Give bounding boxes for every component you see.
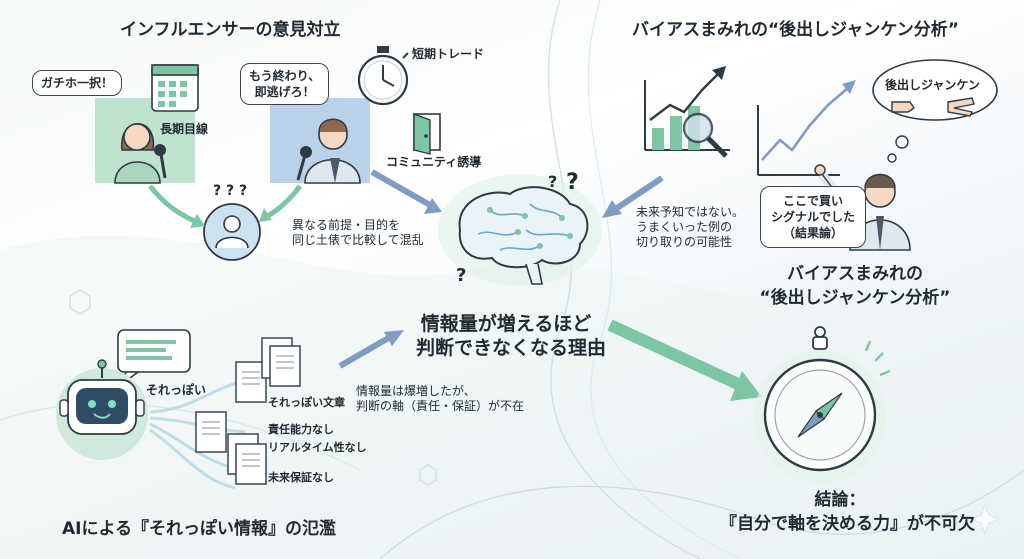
speech-bubble-signal: ここで買い シグナルでした （結果論） bbox=[760, 186, 867, 248]
center-title-line2: 判断できなくなる理由 bbox=[416, 337, 607, 359]
section-title-influencer: インフルエンサーの意見対立 bbox=[120, 20, 341, 40]
bias-note: 未来予知ではない。 うまくいった例の 切り取りの可能性 bbox=[636, 205, 744, 250]
speech-signal-line1: ここで買い bbox=[783, 194, 844, 208]
label-long-term: 長期目線 bbox=[160, 122, 209, 136]
compass-icon bbox=[754, 326, 890, 483]
ai-speech-bubble bbox=[117, 329, 191, 387]
arrow-right-to-confused bbox=[264, 184, 303, 220]
confusion-note-line2: 同じ土俵で比較して混乱 bbox=[292, 233, 424, 247]
bias-subtitle: バイアスまみれの “後出しジャンケン分析” bbox=[740, 262, 970, 310]
center-title: 情報量が増えるほど 判断できなくなる理由 bbox=[416, 312, 607, 360]
man-influencer-icon bbox=[296, 118, 361, 184]
robot-icon bbox=[56, 359, 148, 460]
conclusion-line1: 結論： bbox=[814, 490, 866, 510]
speech-signal-line2: シグナルでした bbox=[771, 210, 856, 224]
ai-note-line1: 情報量は爆増したが、 bbox=[356, 384, 476, 398]
ai-no-future: 未来保証なし bbox=[268, 471, 334, 484]
door-icon bbox=[413, 112, 441, 155]
ai-illustrations bbox=[56, 329, 404, 490]
confusion-note: 異なる前提・目的を 同じ土俵で比較して混乱 bbox=[292, 218, 424, 248]
speech-escape-line1: もう終わり、 bbox=[249, 69, 321, 83]
speech-escape-line2: 即逃げろ！ bbox=[254, 85, 315, 99]
rock-paper-scissors-icon bbox=[891, 97, 975, 117]
confusion-note-line1: 異なる前提・目的を bbox=[292, 218, 401, 232]
center-title-line1: 情報量が増えるほど bbox=[420, 313, 592, 335]
arrow-ai-to-center bbox=[338, 333, 394, 369]
ai-no-responsibility: 責任能力なし bbox=[268, 423, 334, 436]
bias-note-line1: 未来予知ではない。 bbox=[636, 205, 745, 219]
brain-question-2: ? bbox=[566, 170, 579, 195]
section-title-ai: AIによる『それっぽい情報』の氾濫 bbox=[62, 519, 336, 539]
question-marks-confused: ? ? ? bbox=[213, 183, 248, 199]
thought-bubble-text: 後出しジャンケン bbox=[885, 78, 981, 92]
arrow-influencer-to-brain bbox=[370, 169, 432, 208]
bias-subtitle-line2: “後出しジャンケン分析” bbox=[759, 288, 951, 308]
bias-note-line3: 切り取りの可能性 bbox=[636, 235, 733, 249]
bias-subtitle-line1: バイアスまみれの bbox=[787, 264, 923, 284]
arrow-bias-to-brain bbox=[612, 175, 664, 213]
arrow-center-to-conclusion bbox=[607, 319, 743, 391]
ai-bubble-label: それっぽい bbox=[146, 383, 207, 397]
line-chart-icon bbox=[757, 80, 856, 176]
section-title-bias: バイアスまみれの“後出しジャンケン分析” bbox=[632, 20, 959, 40]
magnifier-icon bbox=[682, 112, 728, 158]
label-community: コミュニティ誘導 bbox=[386, 155, 482, 169]
influencer-illustrations bbox=[114, 46, 442, 261]
ai-doc-label: それっぽい文章 bbox=[268, 396, 345, 409]
ai-note-line2: 判断の軸（責任・保証）が不在 bbox=[356, 399, 525, 413]
arrow-left-to-confused bbox=[148, 184, 198, 225]
brain-illustration bbox=[438, 174, 602, 286]
conclusion-text: 結論： 『自分で軸を決める力』が不可欠 bbox=[720, 488, 975, 536]
brain-question-3: ? bbox=[456, 265, 467, 286]
confused-person-icon bbox=[203, 203, 261, 261]
speech-signal-line3: （結果論） bbox=[783, 226, 844, 240]
speech-bubble-hold: ガチホ一択！ bbox=[32, 70, 123, 96]
calendar-icon bbox=[151, 64, 199, 112]
speech-bubble-escape: もう終わり、 即逃げろ！ bbox=[240, 63, 330, 105]
brain-question-1: ? bbox=[548, 172, 558, 191]
ai-no-realtime: リアルタイム性なし bbox=[268, 441, 367, 454]
bias-illustrations bbox=[602, 59, 998, 251]
compass-illustration bbox=[607, 319, 890, 483]
bias-note-line2: うまくいった例の bbox=[636, 220, 733, 234]
conclusion-line2: 『自分で軸を決める力』が不可欠 bbox=[720, 514, 975, 534]
label-short-trade: 短期トレード bbox=[412, 47, 485, 61]
document-stack-icons bbox=[195, 337, 301, 485]
ai-note: 情報量は爆増したが、 判断の軸（責任・保証）が不在 bbox=[356, 384, 524, 414]
woman-influencer-icon bbox=[114, 123, 167, 184]
stopwatch-icon bbox=[357, 46, 409, 106]
